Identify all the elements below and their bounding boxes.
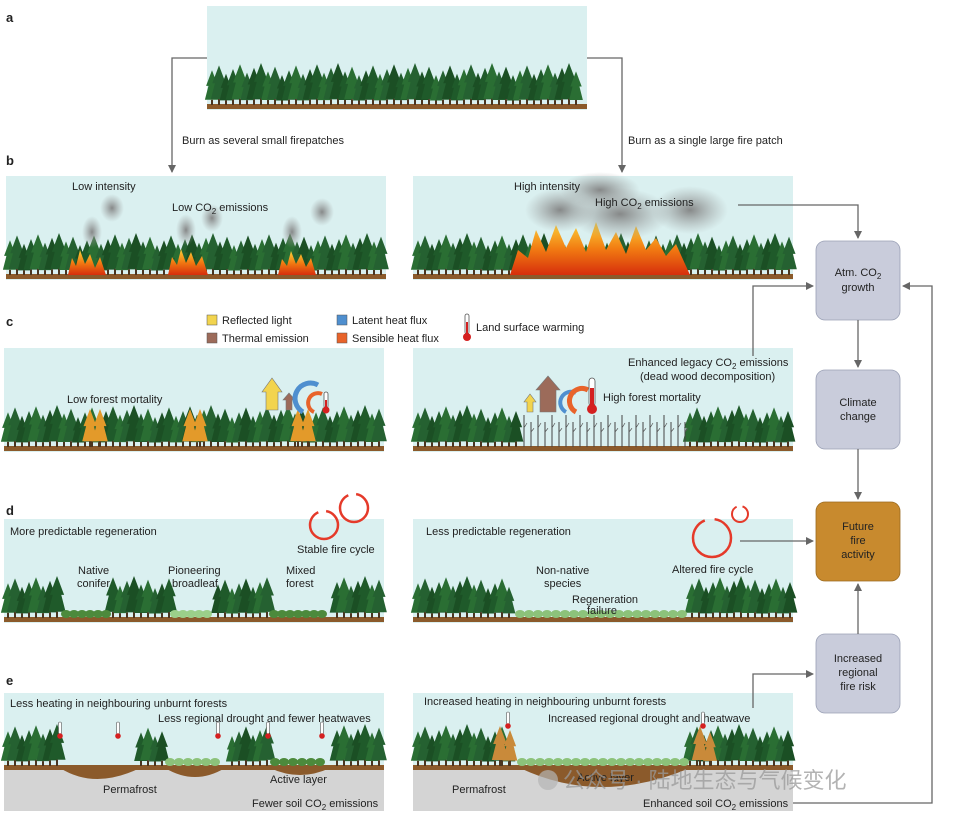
label-native-2: conifer — [77, 578, 110, 590]
forests — [0, 63, 798, 766]
label-stable-cycle: Stable fire cycle — [297, 544, 375, 556]
legend-warming: Land surface warming — [476, 322, 584, 334]
box-future-line1: Future — [842, 521, 874, 533]
watermark: 公众号 · 陆地生态与气候变化 — [538, 768, 847, 793]
thermometer-large-icon — [587, 404, 597, 414]
ground-strips — [4, 104, 793, 811]
arrow-soil-to-atm — [793, 282, 933, 804]
box-atm-line2: growth — [841, 282, 874, 294]
label-pioneer-1: Pioneering — [168, 565, 221, 577]
box-atm-co2 — [815, 240, 901, 321]
box-atm-line1: Atm. CO2 — [835, 267, 882, 281]
reflected-arrow-large-icon — [261, 377, 283, 411]
label-mixed-1: Mixed — [286, 565, 315, 577]
label-nonnative-2: species — [544, 578, 582, 590]
arrow-e-to-risk — [752, 670, 814, 708]
box-risk-line1: Increased — [834, 653, 882, 665]
legend-swatch-latent — [336, 314, 348, 326]
legend: Reflected light Thermal emission Latent … — [206, 313, 584, 345]
label-regen-2: failure — [587, 605, 617, 617]
legend-swatch-reflected — [206, 314, 218, 326]
label-permafrost-left: Permafrost — [103, 784, 157, 796]
box-climate-change — [815, 369, 901, 450]
label-less-predictable: Less predictable regeneration — [426, 526, 571, 538]
legend-swatch-sensible — [336, 332, 348, 344]
fire-small-2 — [168, 249, 208, 275]
label-permafrost-right: Permafrost — [452, 784, 506, 796]
label-active-layer-right: Active layer — [577, 772, 634, 784]
fires — [68, 222, 690, 275]
smoke — [82, 172, 728, 248]
dead-trees — [523, 415, 689, 447]
label-high-intensity: High intensity — [514, 181, 581, 193]
legend-sensible: Sensible heat flux — [352, 333, 439, 345]
label-increased-heating: Increased heating in neighbouring unburn… — [424, 696, 667, 708]
panel-label-c: c — [6, 314, 13, 329]
arrow-b-to-atm — [738, 204, 862, 239]
altered-fire-cycle-icon — [691, 505, 749, 559]
legend-swatch-thermal — [206, 332, 218, 344]
panel-label-b: b — [6, 153, 14, 168]
label-pioneer-2: broadleaf — [172, 578, 219, 590]
legend-latent: Latent heat flux — [352, 315, 428, 327]
thermal-arrow-small-icon — [282, 392, 296, 411]
thermometer-small-icon — [322, 406, 330, 414]
legend-reflected: Reflected light — [222, 315, 292, 327]
box-risk-line2: regional — [838, 667, 877, 679]
wechat-icon — [538, 770, 558, 790]
arrow-label-left: Burn as several small firepatches — [182, 135, 345, 147]
box-climate-line2: change — [840, 411, 876, 423]
sensible-flux-large-icon — [566, 385, 590, 415]
panel-label-e: e — [6, 673, 13, 688]
arrow-c-to-atm — [752, 282, 814, 356]
label-nonnative-1: Non-native — [536, 565, 589, 577]
label-active-layer-left: Active layer — [270, 774, 327, 786]
panel-label-a: a — [6, 10, 14, 25]
label-enhanced-soil: Enhanced soil CO2 emissions — [643, 798, 789, 812]
label-altered-cycle: Altered fire cycle — [672, 564, 753, 576]
label-less-drought: Less regional drought and fewer heatwave… — [158, 713, 371, 725]
panel-label-d: d — [6, 503, 14, 518]
label-mixed-2: forest — [286, 578, 314, 590]
label-legacy-co2: Enhanced legacy CO2 emissions — [628, 357, 789, 371]
fire-small-1 — [68, 250, 106, 275]
side-flow: Atm. CO2 growth Climate change Future fi… — [738, 204, 933, 804]
fire-small-3 — [278, 251, 316, 275]
label-dead-wood: (dead wood decomposition) — [640, 371, 775, 383]
label-fewer-soil: Fewer soil CO2 emissions — [252, 798, 379, 812]
box-future-fire — [815, 501, 901, 582]
label-low-intensity: Low intensity — [72, 181, 136, 193]
watermark-text: 公众号 · 陆地生态与气候变化 — [563, 768, 847, 793]
reflected-arrow-small-icon — [523, 393, 537, 413]
arrow-large-patch — [587, 57, 626, 173]
arrow-small-patches — [168, 57, 207, 173]
label-regen-1: Regeneration — [572, 594, 638, 606]
thermometer-icon — [463, 313, 471, 341]
thermometers-e — [57, 711, 706, 739]
label-increased-drought: Increased regional drought and heatwave — [548, 713, 750, 725]
flux-arrows-left — [261, 377, 330, 415]
box-climate-line1: Climate — [839, 397, 876, 409]
box-risk-line3: fire risk — [840, 681, 876, 693]
label-less-heating: Less heating in neighbouring unburnt for… — [10, 698, 228, 710]
stable-fire-cycle-icon — [308, 492, 370, 541]
legend-thermal: Thermal emission — [222, 333, 309, 345]
label-more-predictable: More predictable regeneration — [10, 526, 157, 538]
label-native-1: Native — [78, 565, 109, 577]
label-low-co2: Low CO2 emissions — [172, 202, 269, 216]
thermal-arrow-large-icon — [535, 375, 561, 413]
label-high-co2: High CO2 emissions — [595, 197, 694, 211]
label-high-mortality: High forest mortality — [603, 392, 701, 404]
sensible-flux-icon — [306, 391, 323, 414]
box-future-line2: fire — [850, 535, 865, 547]
label-low-mortality: Low forest mortality — [67, 394, 163, 406]
box-future-line3: activity — [841, 549, 875, 561]
scene-backgrounds — [4, 6, 793, 811]
arrow-label-right: Burn as a single large fire patch — [628, 135, 783, 147]
scene-d-left — [4, 519, 384, 623]
latent-flux-icon — [292, 380, 320, 415]
fire-large — [510, 222, 690, 275]
flux-arrows-right — [523, 375, 597, 415]
